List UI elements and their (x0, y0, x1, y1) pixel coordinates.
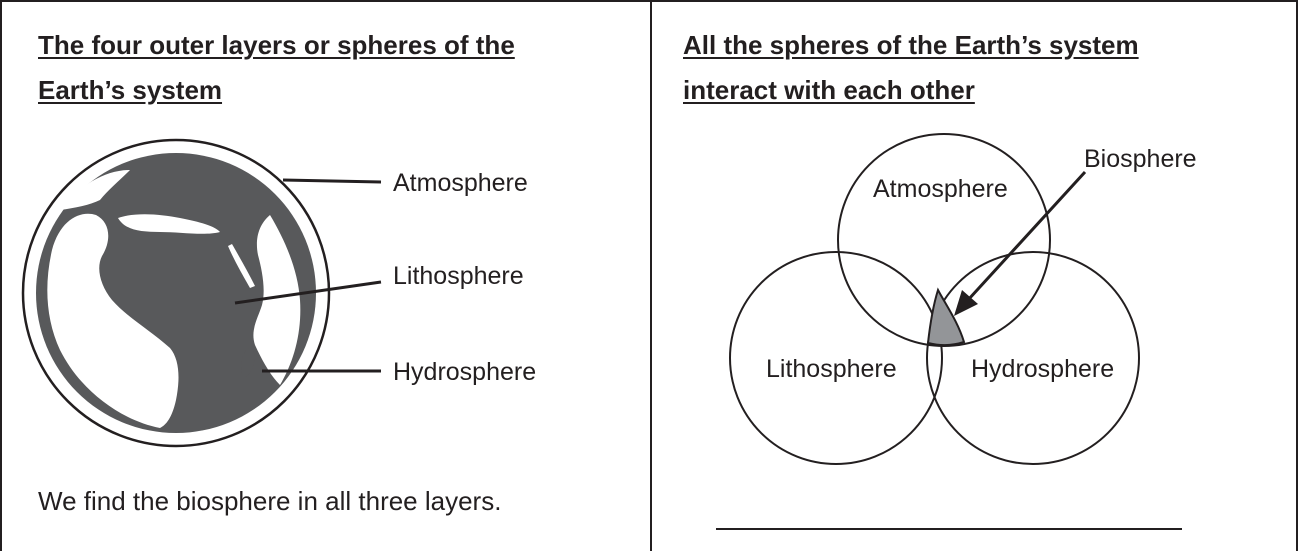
biosphere-arrow-head (954, 290, 978, 316)
atmosphere-leader-line (282, 178, 382, 184)
venn-label-hydrosphere: Hydrosphere (971, 355, 1115, 383)
left-heading-line1: The four outer layers or spheres of the (38, 30, 515, 60)
lithosphere-leader-line (234, 280, 382, 305)
venn-label-biosphere: Biosphere (1084, 145, 1197, 173)
top-border (0, 0, 1298, 2)
right-panel (652, 0, 1298, 551)
earth-ocean-west (47, 213, 179, 428)
earth-north-atlantic (60, 170, 130, 210)
left-heading-line2: Earth’s system (38, 75, 223, 105)
earth-red-sea (228, 244, 255, 288)
venn-circle-lithosphere (729, 251, 943, 465)
left-caption: We find the biosphere in all three layer… (38, 486, 502, 516)
earth-madagascar (241, 348, 255, 378)
venn-label-lithosphere: Lithosphere (766, 355, 897, 383)
right-heading-line1: All the spheres of the Earth’s system (683, 30, 1139, 60)
label-atmosphere: Atmosphere (393, 169, 528, 197)
biosphere-arrow-line (966, 170, 1087, 302)
venn-label-atmosphere: Atmosphere (873, 175, 1008, 203)
venn-biosphere-overlap (926, 287, 966, 347)
earth-ocean-east (253, 215, 301, 385)
label-lithosphere: Lithosphere (393, 262, 524, 290)
label-hydrosphere: Hydrosphere (393, 358, 537, 386)
right-heading-line2: interact with each other (683, 75, 975, 105)
venn-circle-hydrosphere (926, 251, 1140, 465)
left-panel (0, 0, 652, 551)
earth-mediterranean (118, 214, 220, 234)
